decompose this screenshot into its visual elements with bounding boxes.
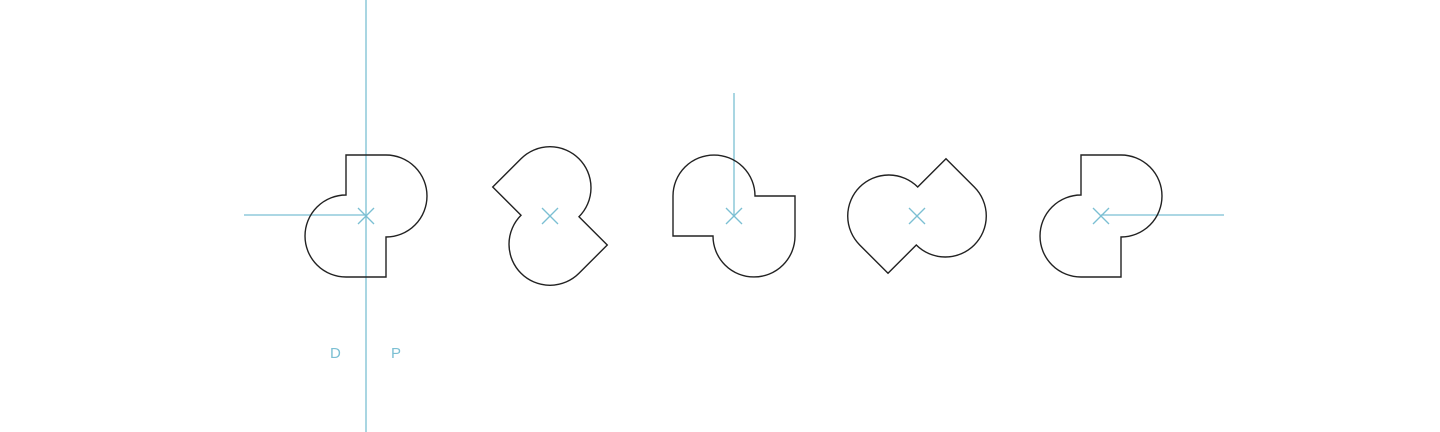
x-mark-icon — [541, 207, 559, 225]
shape-5-group — [1039, 154, 1224, 278]
x-mark-icon — [725, 207, 743, 225]
x-mark-icon — [1092, 207, 1110, 225]
shape-1-group — [244, 0, 428, 432]
x-mark-icon — [908, 207, 926, 225]
x-mark-icon — [357, 207, 375, 225]
shape-3-group — [672, 93, 796, 278]
label-d: D — [330, 345, 341, 362]
shape-2-group — [463, 129, 637, 303]
label-p: P — [391, 345, 401, 362]
shape-4-group — [830, 129, 1004, 303]
